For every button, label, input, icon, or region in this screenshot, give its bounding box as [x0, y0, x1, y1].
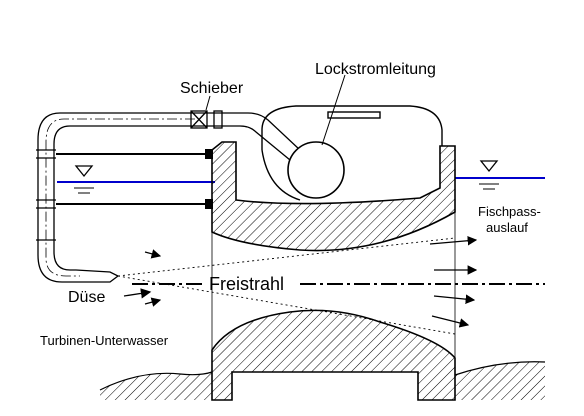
label-duese: Düse	[68, 289, 105, 306]
water-levels	[57, 177, 545, 183]
label-lockstromleitung: Lockstromleitung	[315, 61, 436, 78]
lockstrom-chamber	[261, 105, 443, 201]
schieber-valve	[190, 110, 223, 129]
label-fischpass-line2: auslauf	[486, 220, 528, 235]
flow-arrow-2	[144, 297, 162, 307]
upper-concrete-structure	[211, 141, 456, 252]
freistrahl-cone	[117, 237, 456, 335]
flow-arrow-1	[144, 249, 162, 259]
label-freistrahl: Freistrahl	[209, 274, 284, 294]
label-fischpass-line1: Fischpass-	[478, 204, 541, 219]
lower-concrete-structure	[211, 309, 456, 401]
lockstrom-leader	[321, 74, 346, 146]
label-turbinen-unterwasser: Turbinen-Unterwasser	[40, 333, 169, 348]
flow-arrows	[144, 235, 478, 328]
duese-pointer-arrow	[123, 288, 152, 299]
riverbed-left	[100, 372, 212, 400]
label-schieber: Schieber	[180, 80, 244, 97]
duese-nozzle	[75, 269, 120, 283]
schieber-leader	[205, 95, 211, 111]
lockstrom-pipe	[36, 112, 301, 283]
flow-arrow-5	[433, 294, 476, 304]
flow-arrow-6	[431, 315, 470, 328]
water-level-symbol-right	[479, 160, 499, 190]
water-level-symbol-left	[74, 165, 94, 194]
flow-arrow-3	[429, 235, 478, 246]
horizontal-pipes	[56, 149, 213, 209]
lockstrom-pipe-circle	[287, 141, 345, 199]
riverbed-right	[455, 361, 545, 400]
